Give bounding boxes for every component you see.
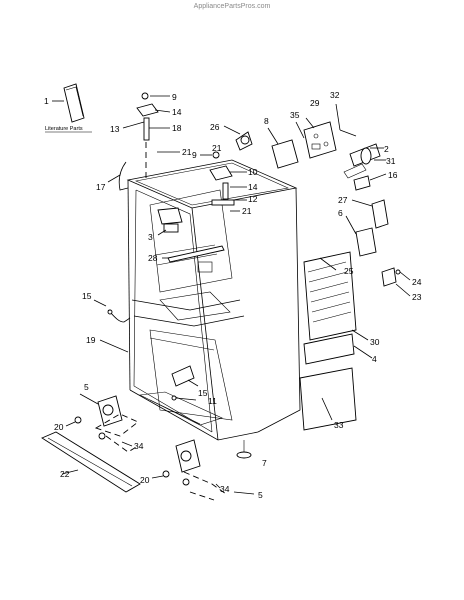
bracket-27-6 xyxy=(345,199,389,257)
top-hinge-right xyxy=(200,151,247,212)
connector-16 xyxy=(353,173,387,191)
callout-21b: 21 xyxy=(242,206,252,216)
callout-34b: 34 xyxy=(220,484,230,494)
callout-3: 3 xyxy=(148,232,153,242)
callout-6: 6 xyxy=(338,208,343,218)
callout-5a: 5 xyxy=(84,382,89,392)
lower-right-roller xyxy=(151,439,255,501)
kickplate-22 xyxy=(41,431,141,493)
callout-4: 4 xyxy=(372,354,377,364)
callout-24: 24 xyxy=(412,277,422,287)
callout-27: 27 xyxy=(338,195,348,205)
access-panel-33 xyxy=(299,367,357,431)
callout-35: 35 xyxy=(290,110,300,120)
callout-30: 30 xyxy=(370,337,380,347)
callout-2: 2 xyxy=(384,144,389,154)
center-parts xyxy=(171,365,199,401)
motor-bracket-26 xyxy=(223,125,253,151)
callout-8: 8 xyxy=(264,116,269,126)
callout-22: 22 xyxy=(60,469,70,479)
callout-9a: 9 xyxy=(172,92,177,102)
source-watermark: AppliancePartsPros.com xyxy=(193,3,271,10)
literature-label: Literature Parts xyxy=(45,126,83,132)
refrigerator-cabinet xyxy=(126,159,301,459)
dispenser-switch xyxy=(157,207,183,236)
water-tube xyxy=(107,151,180,191)
callout-33: 33 xyxy=(334,420,344,430)
callout-12: 12 xyxy=(248,194,258,204)
callout-34a: 34 xyxy=(134,441,144,451)
control-board-29 xyxy=(295,117,337,159)
callout-13: 13 xyxy=(110,124,120,134)
callout-5b: 5 xyxy=(258,490,263,500)
callout-18: 18 xyxy=(172,123,182,133)
callout-28: 28 xyxy=(148,253,158,263)
grille-4 xyxy=(303,333,373,365)
lower-left-roller xyxy=(65,393,139,453)
damper-32 xyxy=(335,103,386,179)
callout-20a: 20 xyxy=(54,422,64,432)
callout-23: 23 xyxy=(412,292,422,302)
callout-16: 16 xyxy=(388,170,398,180)
gasket-8 xyxy=(267,127,299,169)
callout-31: 31 xyxy=(386,156,396,166)
callout-7: 7 xyxy=(262,458,267,468)
callout-11: 11 xyxy=(208,396,217,406)
callout-21c: 21 xyxy=(212,143,222,153)
callout-15a: 15 xyxy=(82,291,92,301)
shelf-rail xyxy=(162,245,225,263)
callout-26: 26 xyxy=(210,122,220,132)
callout-10: 10 xyxy=(248,167,258,177)
callout-14a: 14 xyxy=(172,107,182,117)
callout-15b: 15 xyxy=(198,388,208,398)
literature-booklet: Literature Parts xyxy=(45,83,92,133)
compressor-cover-30 xyxy=(303,251,369,341)
callout-29: 29 xyxy=(310,98,320,108)
top-hinge-left xyxy=(122,92,171,178)
callout-1: 1 xyxy=(44,96,49,106)
callout-17: 17 xyxy=(96,182,106,192)
callout-labels: 1 2 3 4 5 5 6 7 8 9 9 10 11 12 13 14 14 … xyxy=(44,90,422,500)
valve-24-23 xyxy=(381,267,411,297)
callout-20b: 20 xyxy=(140,475,150,485)
leader-19 xyxy=(99,339,129,353)
callout-14b: 14 xyxy=(248,182,258,192)
callout-19: 19 xyxy=(86,335,96,345)
callout-9b: 9 xyxy=(192,150,197,160)
callout-32: 32 xyxy=(330,90,340,100)
callout-21a: 21 xyxy=(182,147,192,157)
wire-harness xyxy=(93,299,131,323)
callout-25: 25 xyxy=(344,266,354,276)
